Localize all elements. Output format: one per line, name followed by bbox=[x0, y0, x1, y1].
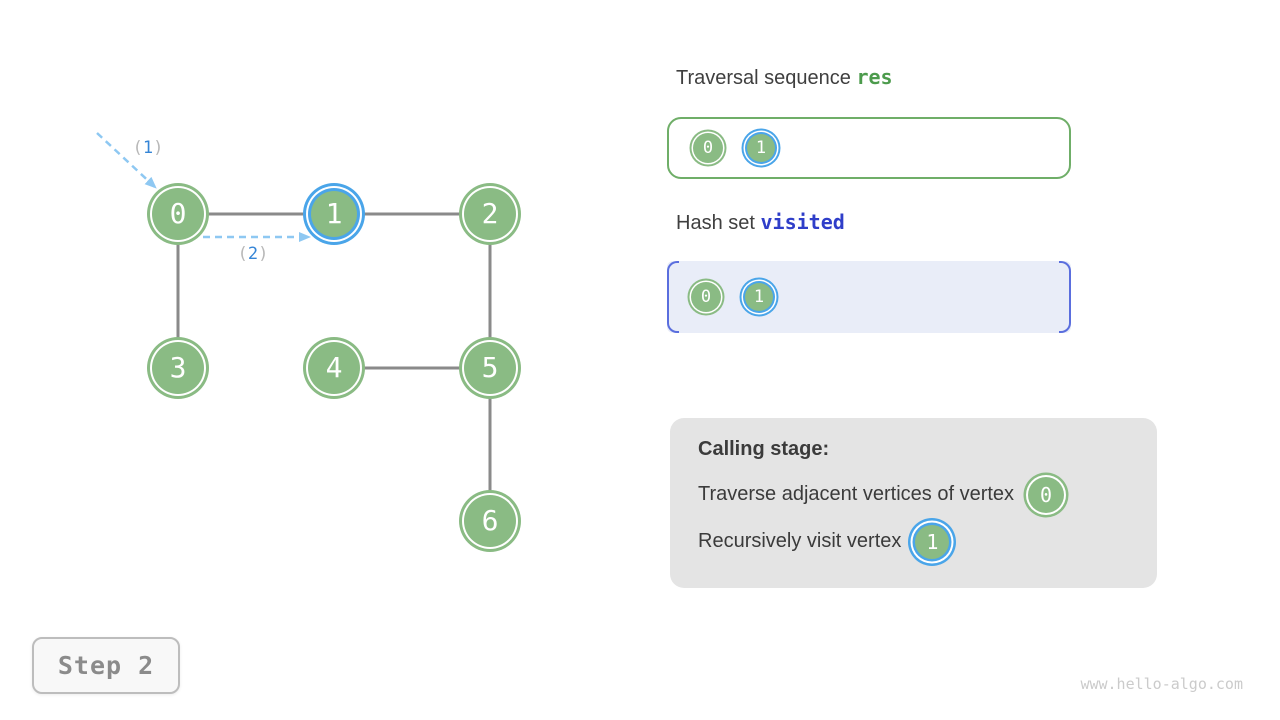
node-label: 5 bbox=[481, 351, 499, 384]
calling-stage-box: Calling stage: Traverse adjacent vertice… bbox=[670, 418, 1157, 588]
traversal-arrow-1 bbox=[96, 132, 157, 189]
arrow-label-part: ( bbox=[237, 244, 248, 264]
visited-title: Hash set visited bbox=[676, 210, 845, 235]
node-label: 1 bbox=[325, 197, 343, 230]
calling-line-text: Recursively visit vertex bbox=[698, 530, 902, 552]
node-label: 1 bbox=[926, 529, 939, 554]
calling-stage-title: Calling stage: bbox=[698, 438, 830, 460]
node-label: 3 bbox=[169, 351, 187, 384]
node-label: 1 bbox=[753, 286, 765, 307]
calling-line-1: Traverse adjacent vertices of vertex 0 bbox=[698, 471, 1129, 518]
arrow-label-2: (2) bbox=[238, 244, 269, 264]
node-label: 6 bbox=[481, 504, 499, 537]
graph-node-0: 0 bbox=[693, 133, 723, 163]
visited-right-bracket bbox=[1059, 261, 1071, 333]
node-label: 0 bbox=[702, 137, 714, 158]
visited-title-code: visited bbox=[760, 210, 845, 234]
graph-node-1-highlighted: 1 bbox=[311, 191, 357, 237]
graph-node-0: 0 bbox=[691, 282, 721, 312]
arrow-label-part: ) bbox=[258, 244, 269, 264]
res-title-code: res bbox=[856, 65, 893, 89]
calling-line-2: Recursively visit vertex 1 bbox=[698, 518, 1129, 565]
graph-node-1-highlighted: 1 bbox=[747, 134, 775, 162]
graph-node-3: 3 bbox=[152, 342, 204, 394]
graph-node-0: 0 bbox=[1028, 476, 1065, 513]
arrow-label-part: ( bbox=[132, 138, 143, 158]
graph-node-5: 5 bbox=[464, 342, 516, 394]
calling-line-text: Traverse adjacent vertices of vertex bbox=[698, 483, 1015, 505]
graph-node-4: 4 bbox=[308, 342, 360, 394]
node-label: 0 bbox=[169, 197, 187, 230]
traversal-arrows bbox=[96, 132, 311, 242]
arrow-label-part: 2 bbox=[247, 244, 259, 264]
node-label: 0 bbox=[700, 286, 712, 307]
node-label: 4 bbox=[325, 351, 343, 384]
res-title: Traversal sequence res bbox=[676, 65, 893, 90]
visited-title-text: Hash set bbox=[676, 212, 755, 234]
node-label: 1 bbox=[755, 137, 767, 158]
graph-node-1-highlighted: 1 bbox=[745, 283, 773, 311]
arrow-label-part: 1 bbox=[142, 138, 154, 158]
graph-node-2: 2 bbox=[464, 188, 516, 240]
arrow-label-part: ) bbox=[153, 138, 164, 158]
step-indicator-label: Step 2 bbox=[57, 651, 155, 680]
watermark: www.hello-algo.com bbox=[1080, 675, 1243, 693]
graph-node-1-highlighted: 1 bbox=[915, 524, 950, 559]
graph-node-6: 6 bbox=[464, 495, 516, 547]
res-title-text: Traversal sequence bbox=[676, 67, 851, 89]
graph-edges-layer bbox=[96, 132, 492, 521]
node-label: 2 bbox=[481, 197, 499, 230]
node-label: 0 bbox=[1040, 482, 1053, 507]
graph-node-0: 0 bbox=[152, 188, 204, 240]
step-indicator: Step 2 bbox=[32, 637, 180, 694]
arrow-label-1: (1) bbox=[133, 138, 164, 158]
visited-left-bracket bbox=[667, 261, 679, 333]
